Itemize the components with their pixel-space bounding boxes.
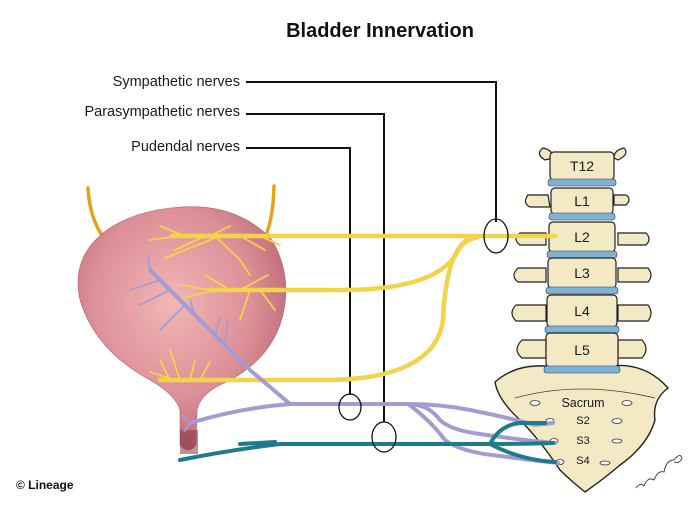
sacrum-label: Sacrum [561, 396, 604, 410]
label-sympathetic: Sympathetic nerves [112, 74, 240, 90]
vertebra-label-l4: L4 [574, 303, 590, 319]
leader-pudendal [246, 147, 351, 395]
ganglia [338, 218, 509, 453]
vertebra-label-l2: L2 [574, 229, 590, 245]
sympathetic-branches [149, 225, 281, 381]
intervertebral-disc [545, 286, 619, 295]
intervertebral-disc [543, 365, 621, 374]
ganglion-sympathetic [483, 218, 509, 254]
vertebra-label-l5: L5 [574, 342, 590, 358]
label-pudendal: Pudendal nerves [131, 139, 240, 155]
intervertebral-disc [546, 250, 618, 259]
sacrum-bone [494, 364, 670, 493]
artist-signature [635, 455, 683, 489]
bladder [77, 206, 287, 451]
intervertebral-disc [547, 178, 617, 187]
pudendal-nerve [178, 421, 557, 464]
sacral-segment-s4: S4 [576, 455, 589, 467]
intervertebral-disc [544, 325, 620, 334]
ganglion-parasympathetic [371, 421, 397, 453]
sacral-segment-s3: S3 [576, 435, 589, 447]
leader-parasympathetic [246, 113, 385, 422]
intervertebral-disc [548, 212, 616, 221]
leader-sympathetic [246, 81, 497, 222]
ganglion-pudendal [338, 393, 362, 421]
vertebra-label-l3: L3 [574, 265, 590, 281]
vertebra-label-t12: T12 [570, 158, 594, 174]
leader-lines [246, 81, 497, 422]
page-title: Bladder Innervation [286, 20, 474, 42]
sacral-segment-s2: S2 [576, 415, 589, 427]
label-parasympathetic: Parasympathetic nerves [84, 104, 240, 120]
copyright-credit: © Lineage [16, 478, 74, 492]
parasympathetic-branches [129, 254, 229, 433]
sympathetic-nerve [157, 233, 558, 383]
vertebra-label-l1: L1 [574, 193, 590, 209]
